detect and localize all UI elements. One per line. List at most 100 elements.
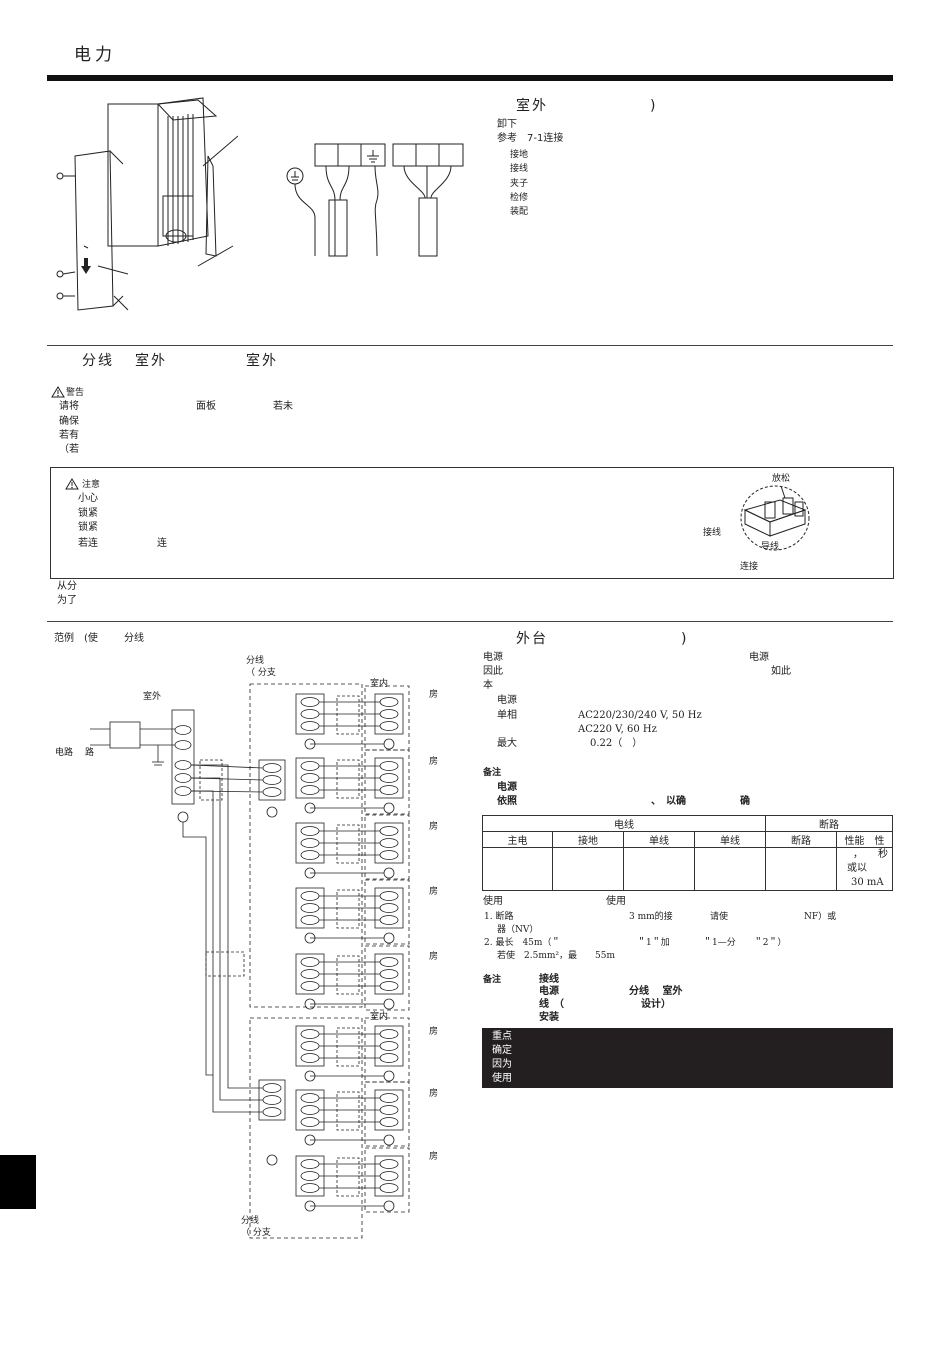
section3-text: 电源 bbox=[749, 652, 769, 663]
section1-line: 参考 7-1连接 bbox=[497, 133, 564, 144]
warning-icon bbox=[51, 386, 65, 398]
indoor-unit-box bbox=[364, 1081, 410, 1147]
wire-spec-table: 电线 断路 主电 接地 单线 单线 断路 性能 性 ， 秒 或以 30 mA bbox=[482, 815, 893, 891]
table-header: 单线 bbox=[623, 831, 695, 848]
diagram-caption-end: 分线 bbox=[124, 633, 144, 644]
note2-line-end: 分线 室外 bbox=[629, 986, 683, 997]
language-tab bbox=[0, 1155, 36, 1209]
spec-label: 单相 bbox=[497, 710, 517, 721]
section1-item: 接地 bbox=[510, 150, 529, 160]
branch-box-sublabel-bottom: （ 分支 bbox=[241, 1228, 271, 1238]
section3-title: 外台 bbox=[516, 631, 548, 647]
section-divider bbox=[47, 345, 893, 346]
caution-line: 若连 bbox=[78, 538, 98, 549]
section1-item: 检修 bbox=[510, 193, 529, 203]
warning-line: 若有 bbox=[59, 430, 79, 441]
performance-line: 30 mA bbox=[851, 877, 884, 888]
note2-label: 备注 bbox=[483, 975, 502, 985]
after-line: 从分 bbox=[57, 581, 77, 592]
table-cell-performance: ， 秒 或以 30 mA bbox=[836, 847, 893, 891]
table-header: 主电 bbox=[482, 831, 553, 848]
indoor-unit-box bbox=[364, 879, 410, 945]
important-line: 确定 bbox=[492, 1045, 512, 1056]
table-header: 单线 bbox=[694, 831, 766, 848]
outdoor-unit-label: 室外 bbox=[143, 692, 162, 702]
usage-note: 请使 bbox=[710, 912, 729, 922]
indoor-unit-box bbox=[364, 945, 410, 1011]
table-cell bbox=[694, 847, 766, 891]
room-label: 房 bbox=[429, 952, 439, 962]
branch-box-sublabel-top: （ 分支 bbox=[246, 668, 276, 678]
branch-box-label-bottom: 分线 bbox=[241, 1216, 260, 1226]
figure-label-loosen: 放松 bbox=[772, 474, 791, 484]
ground-terminal bbox=[383, 738, 395, 750]
breaker-label: 电路 bbox=[55, 748, 74, 758]
figure-label-wire: 接线 bbox=[703, 528, 722, 538]
table-header: 性能 性 bbox=[836, 831, 893, 848]
figure-label-lead: 导线 bbox=[761, 542, 780, 552]
room-label: 房 bbox=[429, 757, 439, 767]
table-group-header: 断路 bbox=[765, 815, 893, 832]
branch-box-label-top: 分线 bbox=[246, 656, 265, 666]
warning-line: 请将 bbox=[59, 401, 79, 412]
warning-label: 警告 bbox=[66, 388, 85, 398]
note1-line: 依照 bbox=[497, 796, 517, 807]
section1-title-paren: ) bbox=[650, 98, 658, 114]
indoor-unit-box bbox=[364, 1147, 410, 1213]
header-rule bbox=[47, 75, 893, 81]
important-line: 因为 bbox=[492, 1059, 512, 1070]
room-label: 房 bbox=[429, 822, 439, 832]
note2-line: 电源 bbox=[539, 986, 559, 997]
ground-terminal bbox=[383, 1070, 395, 1082]
section2-title-a: 分线 bbox=[82, 353, 114, 369]
ground-terminal bbox=[383, 998, 395, 1010]
spec-value: 0.22（ ） bbox=[590, 738, 643, 749]
usage-note: 器（NV） bbox=[497, 925, 539, 935]
table-cell bbox=[552, 847, 624, 891]
figure-label-connect: 连接 bbox=[740, 562, 759, 572]
spec-label: 最大 bbox=[497, 738, 517, 749]
caution-box bbox=[50, 467, 894, 579]
usage-note: 2. 最长 45m（＂ bbox=[484, 938, 561, 948]
note2-line: 接线 bbox=[539, 974, 559, 985]
terminal-screw-illustration bbox=[740, 485, 810, 551]
spec-label: 电源 bbox=[497, 695, 517, 706]
indoor-unit-label: 室内 bbox=[370, 1012, 389, 1022]
table-header: 断路 bbox=[765, 831, 837, 848]
note1-line: 电源 bbox=[497, 782, 517, 793]
room-label: 房 bbox=[429, 690, 439, 700]
indoor-unit-box bbox=[364, 814, 410, 880]
ground-terminal bbox=[383, 1200, 395, 1212]
breaker-label-end: 路 bbox=[85, 748, 95, 758]
terminal-block-illustration bbox=[286, 143, 464, 257]
section3-text: 因此 bbox=[483, 666, 503, 677]
important-line: 重点 bbox=[492, 1031, 512, 1042]
spec-value: AC220 V, 60 Hz bbox=[578, 724, 657, 735]
outdoor-unit-illustration bbox=[56, 97, 238, 311]
warning-line: （若 bbox=[59, 444, 79, 455]
important-box: 重点 确定 因为 使用 bbox=[482, 1028, 893, 1088]
note2-line: 线 （ bbox=[539, 999, 564, 1010]
room-label: 房 bbox=[429, 887, 439, 897]
caution-line-end: 连 bbox=[157, 538, 167, 549]
indoor-unit-box bbox=[364, 749, 410, 815]
after-line: 为了 bbox=[57, 595, 77, 606]
room-label: 房 bbox=[429, 1089, 439, 1099]
usage-note: ＂1＂加 bbox=[637, 938, 670, 948]
table-cell bbox=[623, 847, 695, 891]
indoor-unit-label: 室内 bbox=[370, 679, 389, 689]
section3-text: 电源 bbox=[483, 652, 503, 663]
usage-note: ＂1—分 ＂2＂） bbox=[703, 938, 787, 948]
note1-line-mid: 、 以确 bbox=[651, 796, 686, 807]
note1-label: 备注 bbox=[483, 768, 502, 778]
usage-note: 若使 2.5mm²，最 55m bbox=[497, 951, 615, 961]
ground-terminal bbox=[383, 1134, 395, 1146]
wiring-example-diagram bbox=[90, 683, 410, 1239]
spec-value: AC220/230/240 V, 50 Hz bbox=[578, 710, 702, 721]
performance-line: 或以 bbox=[847, 863, 867, 874]
note2-line-end: 设计） bbox=[641, 999, 671, 1010]
usage-line: 使用 bbox=[483, 896, 503, 907]
page-title: 电力 bbox=[74, 45, 116, 65]
ground-terminal bbox=[383, 932, 395, 944]
usage-note: NF）或 bbox=[804, 912, 837, 922]
